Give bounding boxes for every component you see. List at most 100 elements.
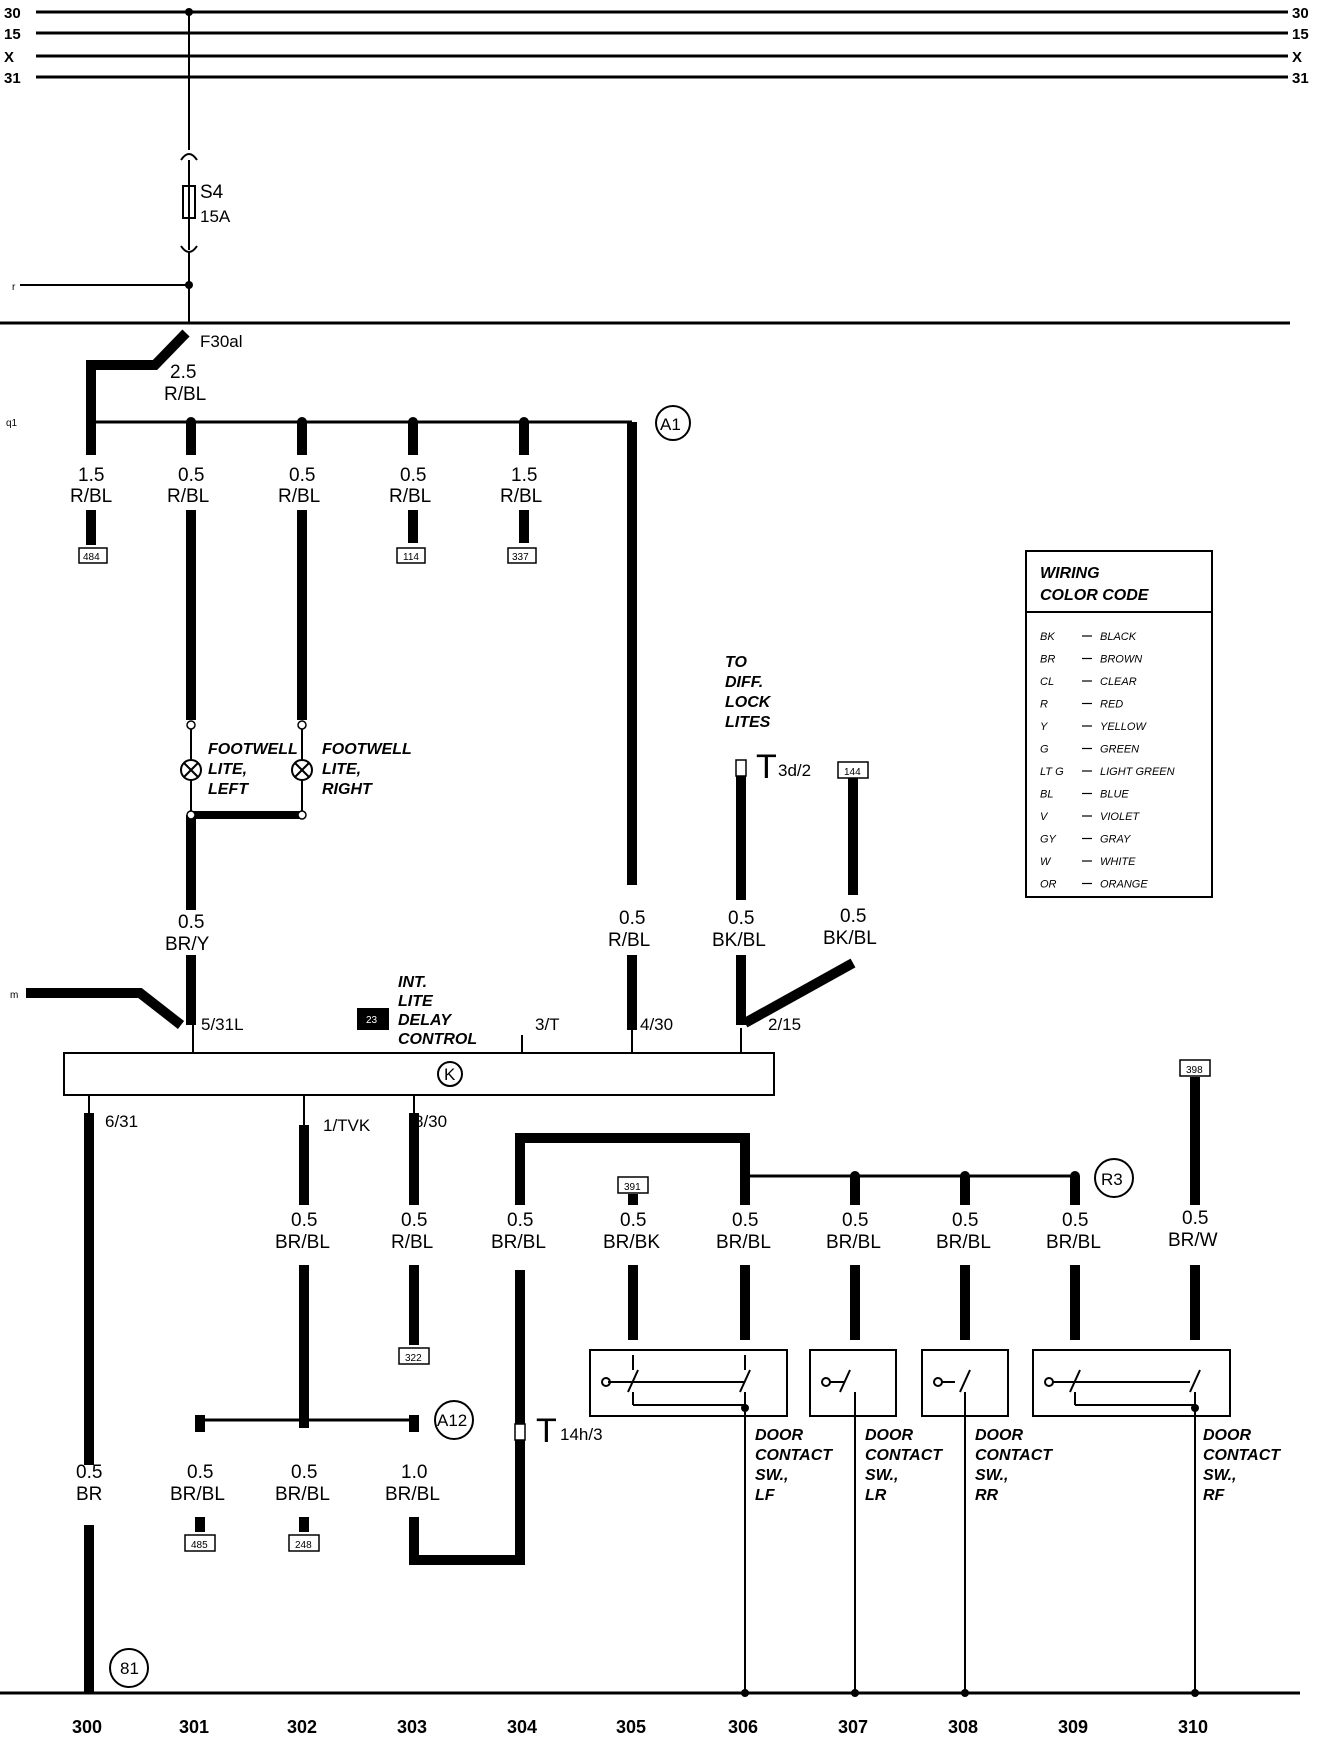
lower-wire-7-size: 0.5 bbox=[952, 1210, 978, 1231]
column-number: 307 bbox=[838, 1717, 868, 1737]
lower-wire-6-color: BR/BL bbox=[826, 1232, 881, 1253]
ref-box-114 bbox=[396, 547, 426, 564]
lower-wire-8-color: BR/BL bbox=[1046, 1232, 1101, 1253]
legend-code: BR bbox=[1040, 654, 1055, 666]
connector-a1 bbox=[655, 405, 691, 441]
door-switch-lr-line1: DOOR bbox=[865, 1427, 913, 1444]
footwell-lamps bbox=[180, 725, 313, 910]
branch-wire-1-color: R/BL bbox=[70, 486, 112, 507]
door-switch-rr-line4: RR bbox=[975, 1487, 999, 1504]
lower-wire-6-size: 0.5 bbox=[842, 1210, 868, 1231]
diff-lock-wiring bbox=[735, 759, 858, 1028]
ref-144: 144 bbox=[844, 767, 861, 778]
legend-color-name: YELLOW bbox=[1100, 721, 1147, 733]
bus-label-31-right: 31 bbox=[1292, 70, 1309, 87]
legend-color-name: GRAY bbox=[1100, 834, 1131, 846]
connector-r3-label: R3 bbox=[1101, 1170, 1123, 1189]
mid-wire-2-color: R/BL bbox=[608, 930, 650, 951]
door-switch-rr-line2: CONTACT bbox=[975, 1447, 1053, 1464]
mid-wire-3-size: 0.5 bbox=[728, 908, 754, 929]
fuse-name: S4 bbox=[200, 182, 224, 203]
lower-wire-2-color: R/BL bbox=[391, 1232, 433, 1253]
door-switch-rf-line4: RF bbox=[1203, 1487, 1226, 1504]
connector-a1-label: A1 bbox=[660, 415, 681, 434]
module-name-line4: CONTROL bbox=[398, 1031, 477, 1048]
legend-color-name: RED bbox=[1100, 699, 1123, 711]
branch-wire-5-size: 1.5 bbox=[511, 465, 537, 486]
legend-code: G bbox=[1040, 744, 1049, 756]
fuse-wiring bbox=[180, 12, 198, 323]
module-pin-6-31: 6/31 bbox=[105, 1112, 138, 1131]
legend-code: BK bbox=[1040, 631, 1055, 643]
feed-wire-size: 2.5 bbox=[170, 362, 196, 383]
side-mark-m: m bbox=[10, 990, 18, 1001]
column-number: 303 bbox=[397, 1717, 427, 1737]
column-number: 302 bbox=[287, 1717, 317, 1737]
ref-337: 337 bbox=[512, 552, 529, 563]
legend-code: LT G bbox=[1040, 766, 1064, 778]
connector-t14h-letter: T bbox=[536, 1412, 557, 1450]
ref-box-322 bbox=[398, 1347, 430, 1365]
lower-wire-8-size: 0.5 bbox=[1062, 1210, 1088, 1231]
diff-lock-line2: DIFF. bbox=[725, 674, 763, 691]
feed-wire-color: R/BL bbox=[164, 384, 206, 405]
lower-wire-3-size: 0.5 bbox=[507, 1210, 533, 1231]
footwell-left-line1: FOOTWELL bbox=[208, 741, 298, 758]
bottom-wire-3-size: 0.5 bbox=[291, 1462, 317, 1483]
lower-wire-7-color: BR/BL bbox=[936, 1232, 991, 1253]
legend-title-line1: WIRING bbox=[1040, 565, 1100, 582]
legend-color-name: CLEAR bbox=[1100, 676, 1137, 688]
ref-box-248 bbox=[288, 1534, 320, 1552]
node-side-r bbox=[185, 281, 193, 289]
module-pin-4-30: 4/30 bbox=[640, 1015, 673, 1034]
door-switch-lr-line3: SW., bbox=[865, 1467, 898, 1484]
column-number: 304 bbox=[507, 1717, 537, 1737]
branch-wire-2-color: R/BL bbox=[167, 486, 209, 507]
branch-wire-5-color: R/BL bbox=[500, 486, 542, 507]
node-lf-out bbox=[741, 1404, 749, 1412]
node-branch-3 bbox=[408, 417, 418, 427]
ref-box-337 bbox=[507, 547, 537, 564]
legend-color-name: WHITE bbox=[1100, 856, 1136, 868]
module-pin-1-tvk: 1/TVK bbox=[323, 1116, 371, 1135]
connector-r3 bbox=[1094, 1158, 1134, 1198]
column-number: 310 bbox=[1178, 1717, 1208, 1737]
lower-wire-3-color: BR/BL bbox=[491, 1232, 546, 1253]
module-pin-8-30: 8/30 bbox=[414, 1112, 447, 1131]
ref-box-485 bbox=[184, 1534, 216, 1552]
lower-wire-4-size: 0.5 bbox=[620, 1210, 646, 1231]
ref-398: 398 bbox=[1186, 1065, 1203, 1076]
column-number: 301 bbox=[179, 1717, 209, 1737]
module-name-line1: INT. bbox=[398, 974, 427, 991]
branch-wire-4-size: 0.5 bbox=[400, 465, 426, 486]
fuse-rating: 15A bbox=[200, 207, 231, 226]
lower-wire-9-size: 0.5 bbox=[1182, 1208, 1208, 1229]
connector-a12 bbox=[434, 1400, 474, 1440]
node-lamp-left-top bbox=[186, 720, 196, 730]
lower-wiring bbox=[84, 1077, 1200, 1693]
column-number: 306 bbox=[728, 1717, 758, 1737]
column-number: 300 bbox=[72, 1717, 102, 1737]
ref-485: 485 bbox=[191, 1540, 208, 1551]
diff-lock-line3: LOCK bbox=[725, 694, 772, 711]
connector-a12-label: A12 bbox=[437, 1411, 467, 1430]
node-branch-4 bbox=[519, 417, 529, 427]
module-pin-5-31l: 5/31L bbox=[201, 1015, 244, 1034]
legend-color-name: BLACK bbox=[1100, 631, 1137, 643]
feed-distribution bbox=[86, 329, 637, 885]
door-switch-lr-line2: CONTACT bbox=[865, 1447, 943, 1464]
mid-wire-3-color: BK/BL bbox=[712, 930, 766, 951]
module-name-line3: DELAY bbox=[398, 1012, 452, 1029]
side-mark-q1: q1 bbox=[6, 418, 18, 429]
module-k-symbol: K bbox=[444, 1065, 456, 1084]
bus-label-30-left: 30 bbox=[4, 5, 21, 22]
bus-label-x-left: X bbox=[4, 49, 14, 66]
legend-title-line2: COLOR CODE bbox=[1040, 587, 1150, 604]
module-name-line2: LITE bbox=[398, 993, 434, 1010]
module-k-symbol-circle bbox=[437, 1061, 463, 1087]
bus-bars bbox=[0, 10, 1300, 1695]
bus-label-31-left: 31 bbox=[4, 70, 21, 87]
door-switch-rf-line1: DOOR bbox=[1203, 1427, 1251, 1444]
